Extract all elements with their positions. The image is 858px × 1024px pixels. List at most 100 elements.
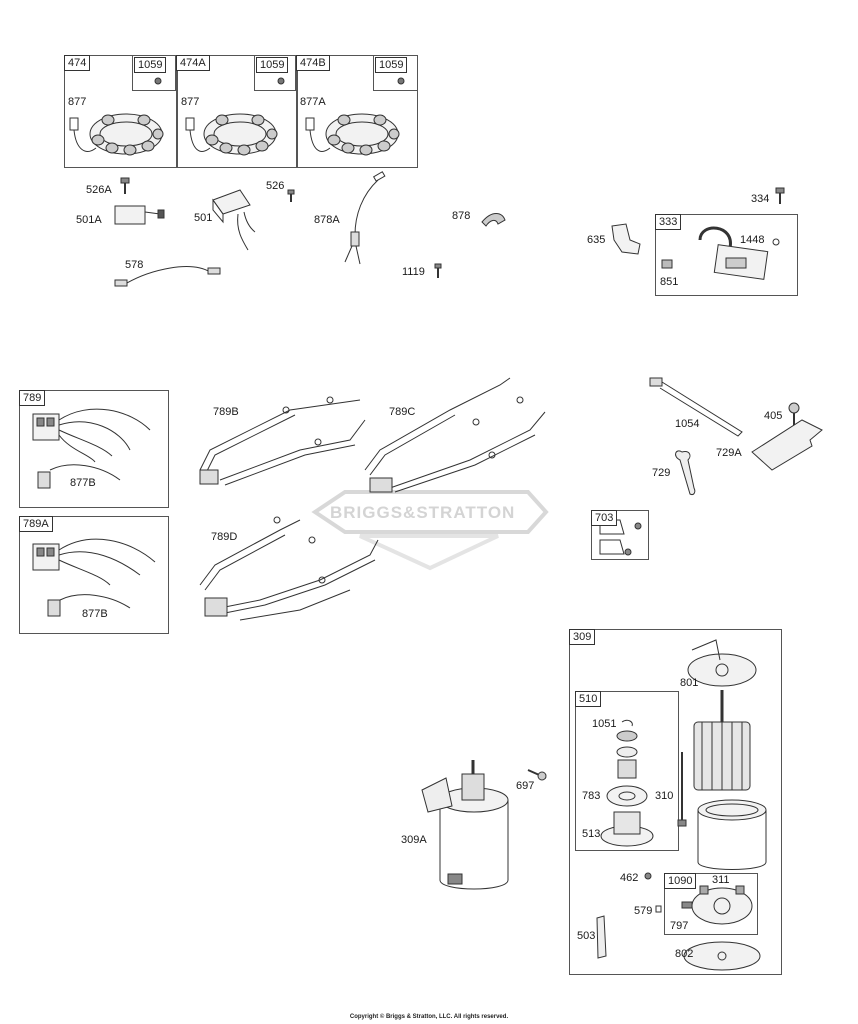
- part-label-1054: 1054: [675, 418, 700, 430]
- part-label-797: 797: [670, 920, 689, 932]
- watermark-text: BRIGGS&STRATTON: [330, 503, 516, 522]
- stator-474: [69, 113, 164, 156]
- thru-bolt-310: [677, 752, 687, 827]
- starter-309A: [421, 760, 509, 890]
- screw-405: [788, 402, 800, 426]
- part-label-877: 877: [68, 96, 87, 108]
- group-tag-474: 474: [64, 55, 91, 71]
- harness-789D: [199, 516, 379, 621]
- group-510-box: [575, 691, 679, 851]
- part-label-1051: 1051: [592, 718, 617, 730]
- screw-697: [527, 769, 547, 781]
- stator-474B: [305, 113, 400, 156]
- sub-1059-box-a: [132, 55, 176, 91]
- part-label-789B: 789B: [213, 406, 239, 418]
- group-tag-703: 703: [591, 510, 618, 526]
- screw-334: [775, 187, 785, 204]
- pin-462: [644, 872, 652, 880]
- sub-1059-box-c: [373, 55, 418, 91]
- part-label-334: 334: [751, 193, 770, 205]
- part-label-783: 783: [582, 790, 601, 802]
- part-label-309A: 309A: [401, 834, 427, 846]
- part-label-635: 635: [587, 234, 606, 246]
- part-label-802: 802: [675, 948, 694, 960]
- group-tag-1059-a: 1059: [134, 57, 167, 73]
- part-label-311: 311: [712, 874, 730, 886]
- screw-526: [287, 189, 295, 202]
- group-789A-box: [19, 516, 169, 634]
- strap-503: [596, 915, 607, 959]
- part-label-1448: 1448: [740, 234, 765, 246]
- cover-729A: [751, 419, 823, 471]
- ignition-armature-333: [661, 226, 780, 280]
- stator-474A: [185, 113, 278, 156]
- part-label-578: 578: [125, 259, 144, 271]
- wire-578: [114, 266, 221, 287]
- drive-510: [600, 719, 654, 847]
- spark-plug-boot-635: [611, 223, 641, 255]
- group-tag-309: 309: [569, 629, 596, 645]
- clip-878: [481, 213, 506, 227]
- group-tag-1059-c: 1059: [375, 57, 408, 73]
- group-tag-474B: 474B: [296, 55, 330, 71]
- part-label-501A: 501A: [76, 214, 102, 226]
- part-label-877B: 877B: [70, 477, 96, 489]
- part-label-729: 729: [652, 467, 671, 479]
- part-label-877B: 877B: [82, 608, 108, 620]
- part-label-789C: 789C: [389, 406, 416, 418]
- harness-789B: [199, 396, 366, 486]
- part-label-877: 877: [181, 96, 200, 108]
- harness-789C: [364, 377, 546, 493]
- screw-1059-icons: [154, 77, 405, 85]
- end-cap-801: [687, 639, 757, 687]
- cable-tie-1054: [649, 377, 743, 437]
- group-474-box: [64, 55, 418, 168]
- harness-878A: [344, 171, 386, 265]
- harness-789: [32, 408, 151, 489]
- part-label-526A: 526A: [86, 184, 112, 196]
- brush-plate-1090: [681, 885, 753, 925]
- group-tag-510: 510: [575, 691, 602, 707]
- group-tag-1090: 1090: [664, 873, 697, 889]
- motor-housing: [697, 799, 767, 870]
- armature: [693, 690, 751, 791]
- part-label-789D: 789D: [211, 531, 238, 543]
- part-label-801: 801: [680, 677, 699, 689]
- part-label-513: 513: [582, 828, 601, 840]
- clip-729: [675, 450, 696, 495]
- part-label-462: 462: [620, 872, 639, 884]
- group-703-box: [591, 510, 649, 560]
- group-tag-1059-b: 1059: [256, 57, 289, 73]
- nut-579: [655, 905, 662, 913]
- sub-1059-box-b: [254, 55, 296, 91]
- harness-789A: [32, 538, 156, 617]
- group-tag-789: 789: [19, 390, 46, 406]
- part-label-729A: 729A: [716, 447, 742, 459]
- regulator-501: [212, 189, 256, 251]
- group-tag-474A: 474A: [176, 55, 210, 71]
- rectifier-501A: [114, 205, 165, 225]
- group-789-box: [19, 390, 169, 508]
- screw-526A: [120, 177, 130, 194]
- group-1090-box: [664, 873, 758, 935]
- part-label-697: 697: [516, 780, 535, 792]
- part-label-878A: 878A: [314, 214, 340, 226]
- part-label-877A: 877A: [300, 96, 326, 108]
- part-label-526: 526: [266, 180, 285, 192]
- part-label-878: 878: [452, 210, 471, 222]
- copyright-notice: Copyright © Briggs & Stratton, LLC. All …: [349, 1014, 509, 1020]
- part-label-405: 405: [764, 410, 783, 422]
- group-333-box: [655, 214, 798, 296]
- screw-1119: [434, 263, 442, 278]
- group-309-box: [569, 629, 782, 975]
- part-label-1119: 1119: [402, 266, 425, 278]
- end-plate-802: [683, 941, 761, 971]
- part-label-501: 501: [194, 212, 213, 224]
- part-label-503: 503: [577, 930, 596, 942]
- part-label-851: 851: [660, 276, 679, 288]
- part-label-310: 310: [655, 790, 674, 802]
- part-label-579: 579: [634, 905, 653, 917]
